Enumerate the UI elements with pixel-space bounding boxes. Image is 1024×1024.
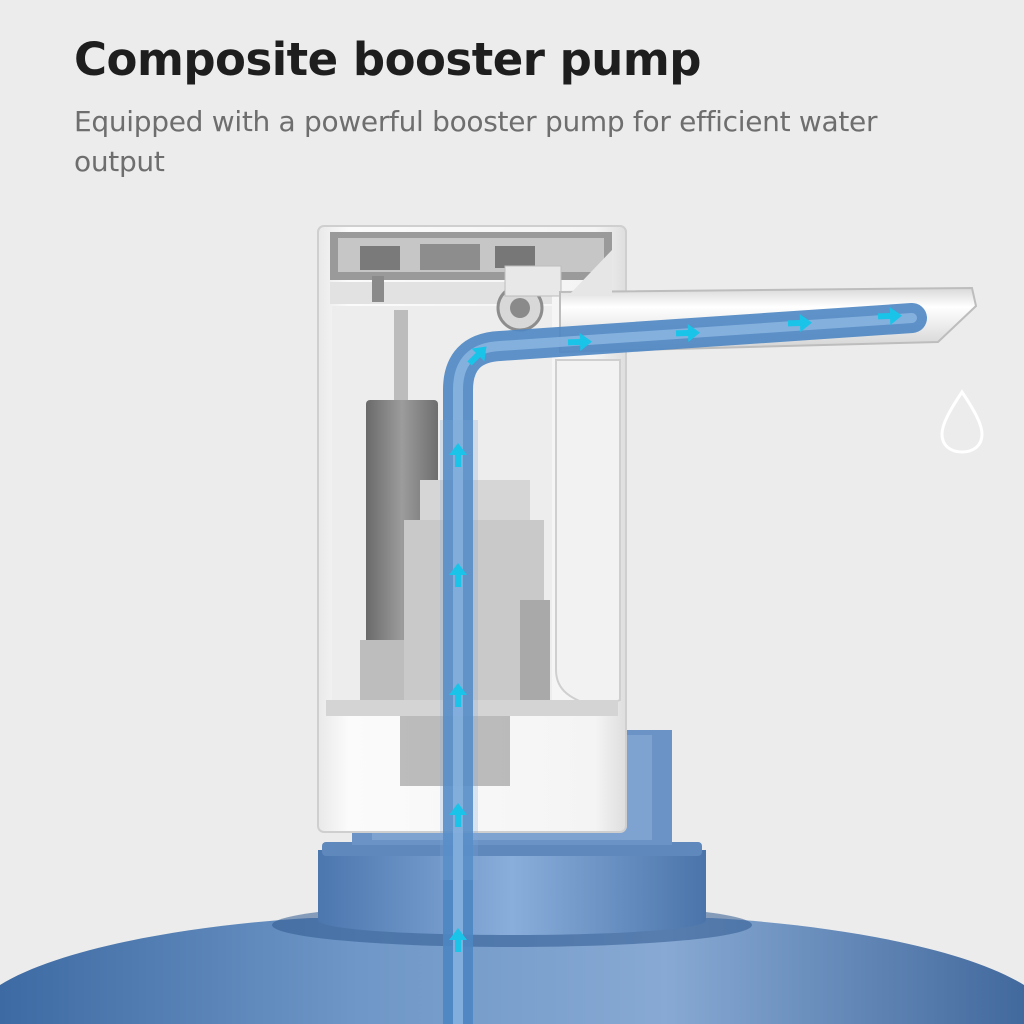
- flow-arrow-icon: [877, 307, 902, 325]
- flow-arrow-icon: [449, 563, 467, 587]
- page-title: Composite booster pump: [74, 33, 701, 86]
- water-tube: [440, 303, 927, 1024]
- flow-arrow-icon: [449, 928, 467, 952]
- flow-arrow-icon: [449, 683, 467, 707]
- flow-arrow-icon: [467, 346, 487, 366]
- flow-arrow-icon: [675, 324, 700, 342]
- flow-arrow-icon: [449, 443, 467, 467]
- pump-housing: [317, 225, 627, 833]
- water-drop-icon: [940, 389, 984, 454]
- headline-block: Composite booster pump Equipped with a p…: [74, 30, 974, 182]
- flow-arrow-icon: [787, 314, 812, 332]
- flow-arrows: [449, 307, 902, 952]
- page-subtitle: Equipped with a powerful booster pump fo…: [74, 105, 878, 178]
- flow-arrow-icon: [567, 333, 592, 351]
- flow-arrow-icon: [449, 803, 467, 827]
